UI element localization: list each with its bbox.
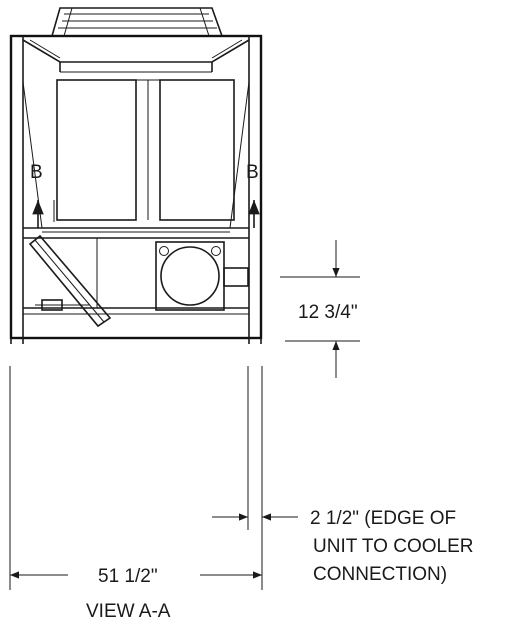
- section-label-left: B: [30, 162, 43, 183]
- section-label-right: B: [246, 162, 259, 183]
- view-title: VIEW A-A: [86, 601, 171, 622]
- offset-dimension-label-2: UNIT TO COOLER: [313, 536, 473, 557]
- compressor-piping: [28, 234, 112, 328]
- offset-dimension-label-3: CONNECTION): [313, 564, 447, 585]
- base-section: [23, 227, 249, 315]
- fan-shroud: [22, 39, 250, 229]
- height-dimension-label: 12 3/4": [298, 302, 358, 323]
- height-dimension: [280, 240, 360, 378]
- coil-panels: [53, 79, 235, 222]
- width-dimension-label: 51 1/2": [98, 566, 158, 587]
- cabinet-frame: [9, 34, 263, 344]
- offset-dimension-label-1: 2 1/2" (EDGE OF: [310, 508, 456, 529]
- fan-guard: [50, 7, 224, 37]
- extension-lines: [9, 366, 263, 590]
- cooler-connection: [155, 241, 249, 311]
